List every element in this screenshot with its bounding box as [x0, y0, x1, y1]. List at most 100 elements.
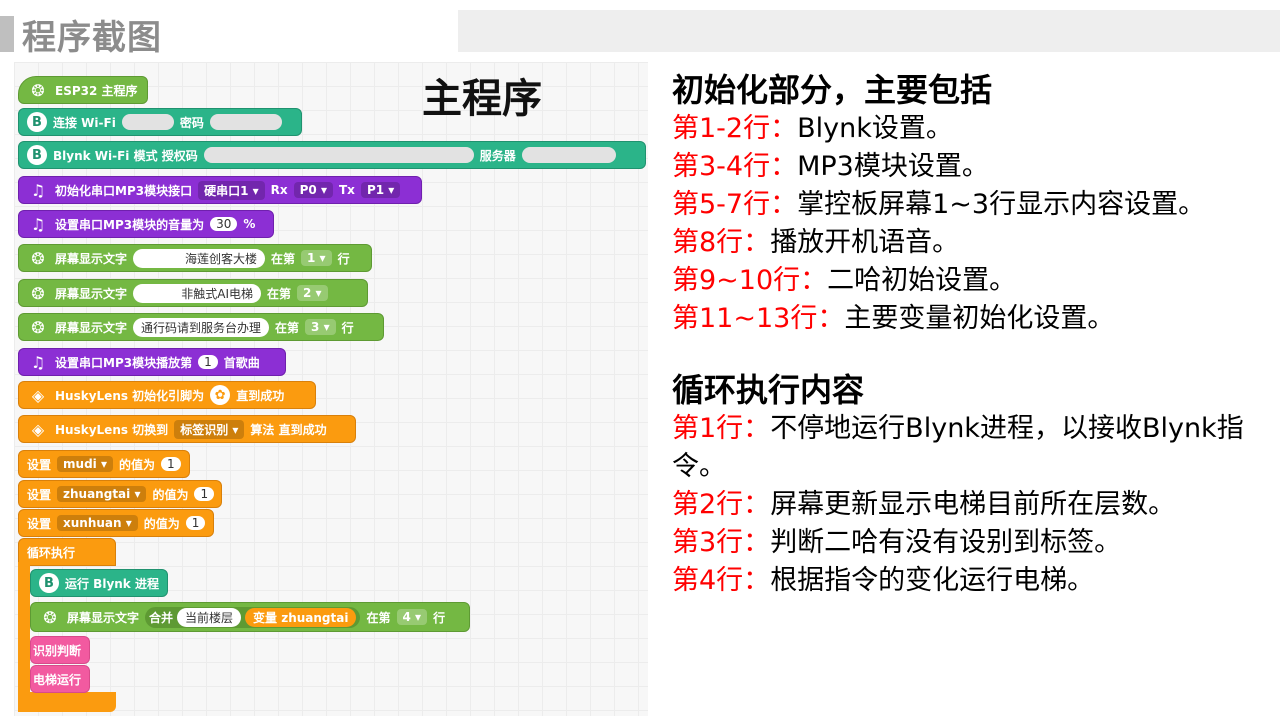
board-logo-icon: ❂	[43, 607, 57, 627]
value-input[interactable]: 1	[194, 487, 215, 501]
block-label: 屏幕显示文字	[55, 286, 128, 301]
block-label: 的值为	[118, 457, 155, 472]
elevator-function-block[interactable]: 电梯运行	[30, 665, 90, 693]
husky-head-icon: ◈	[31, 385, 45, 405]
block-label: 行	[337, 251, 350, 266]
block-label: 合并	[149, 610, 174, 625]
screen-text-block-1[interactable]: ❂ 屏幕显示文字 海莲创客大楼 在第 1 ▾ 行	[18, 244, 372, 272]
recognize-function-block[interactable]: 识别判断	[30, 636, 90, 664]
block-label: 循环执行	[27, 545, 76, 560]
music-note-icon: ♫	[30, 352, 46, 372]
loop-line: 第1行：不停地运行Blynk进程，以接收Blynk指令。	[672, 413, 1244, 482]
value-input[interactable]: 1	[160, 457, 181, 471]
slide-title: 程序截图	[22, 18, 162, 58]
blynk-icon: B	[39, 573, 59, 593]
notes-panel: 初始化部分，主要包括 第1-2行：Blynk设置。 第3-4行：MP3模块设置。…	[672, 70, 1276, 600]
screen-text-block-2[interactable]: ❂ 屏幕显示文字 非触式AI电梯 在第 2 ▾	[18, 279, 368, 307]
block-label: 首歌曲	[223, 355, 260, 370]
auth-token-field[interactable]	[203, 147, 474, 163]
husky-head-icon: ◈	[31, 419, 45, 439]
wifi-password-field[interactable]	[209, 114, 282, 130]
block-label: 设置串口MP3模块播放第	[55, 355, 193, 370]
block-label: 屏幕显示文字	[67, 610, 140, 625]
loop-forever-block[interactable]: 循环执行	[18, 538, 116, 566]
row-dropdown[interactable]: 2 ▾	[297, 285, 328, 301]
init-line: 第11~13行：主要变量初始化设置。	[672, 303, 1115, 334]
title-accent-bar	[0, 16, 14, 52]
block-label: 行	[341, 320, 354, 335]
huskylens-init-block[interactable]: ◈ HuskyLens 初始化引脚为 ✿ 直到成功	[18, 381, 316, 409]
gear-icon[interactable]: ✿	[210, 385, 231, 405]
init-heading: 初始化部分，主要包括	[672, 71, 993, 109]
set-mudi-block[interactable]: 设置 mudi ▾ 的值为 1	[18, 450, 190, 478]
screen-text-input[interactable]: 通行码请到服务台办理	[133, 317, 270, 337]
block-label: Blynk Wi-Fi 模式 授权码	[53, 148, 198, 163]
block-label: 连接 Wi-Fi	[53, 115, 116, 130]
block-label: 在第	[267, 286, 292, 301]
screen-text-block-3[interactable]: ❂ 屏幕显示文字 通行码请到服务台办理 在第 3 ▾ 行	[18, 313, 384, 341]
board-logo-icon: ❂	[31, 283, 45, 303]
variable-reporter[interactable]: 变量 zhuangtai	[245, 607, 357, 627]
blynk-wifi-mode-block[interactable]: B Blynk Wi-Fi 模式 授权码 服务器	[18, 141, 646, 169]
set-xunhuan-block[interactable]: 设置 xunhuan ▾ 的值为 1	[18, 509, 214, 537]
value-input[interactable]: 1	[185, 516, 206, 530]
loop-heading: 循环执行内容	[672, 371, 865, 409]
screen-text-input[interactable]: 非触式AI电梯	[133, 283, 262, 303]
text-input[interactable]: 当前楼层	[177, 607, 242, 627]
esp32-main-hat-block[interactable]: ❂ ESP32 主程序	[18, 76, 148, 104]
row-dropdown[interactable]: 4 ▾	[396, 609, 428, 625]
tx-pin-dropdown[interactable]: P1 ▾	[360, 182, 401, 198]
block-label: 设置	[27, 516, 52, 531]
blynk-icon: B	[27, 112, 47, 132]
row-dropdown[interactable]: 3 ▾	[305, 319, 336, 335]
block-label: 密码	[179, 115, 204, 130]
block-label: 算法 直到成功	[250, 422, 327, 437]
loop-arm	[18, 562, 30, 712]
header-bar	[458, 10, 1280, 52]
block-label: 屏幕显示文字	[55, 320, 128, 335]
block-label: 设置串口MP3模块的音量为	[55, 217, 205, 232]
board-logo-icon: ❂	[31, 80, 45, 100]
block-label: 电梯运行	[33, 672, 82, 687]
block-label: 服务器	[479, 148, 516, 163]
wifi-ssid-field[interactable]	[121, 114, 174, 130]
screen-text-input[interactable]: 海莲创客大楼	[133, 248, 266, 268]
join-block[interactable]: 合并 当前楼层 变量 zhuangtai	[145, 606, 361, 628]
block-label: %	[243, 217, 256, 231]
block-label: Tx	[339, 183, 355, 197]
row-dropdown[interactable]: 1 ▾	[301, 250, 332, 266]
mp3-volume-block[interactable]: ♫ 设置串口MP3模块的音量为 30 %	[18, 210, 274, 238]
mp3-play-block[interactable]: ♫ 设置串口MP3模块播放第 1 首歌曲	[18, 348, 286, 376]
mp3-init-block[interactable]: ♫ 初始化串口MP3模块接口 硬串口1 ▾ Rx P0 ▾ Tx P1 ▾	[18, 176, 422, 204]
screen-text-block-4[interactable]: ❂ 屏幕显示文字 合并 当前楼层 变量 zhuangtai 在第 4 ▾ 行	[30, 602, 470, 632]
block-label: 初始化串口MP3模块接口	[55, 183, 193, 198]
rx-pin-dropdown[interactable]: P0 ▾	[293, 182, 333, 198]
song-number-input[interactable]: 1	[198, 355, 218, 369]
init-line: 第9~10行：二哈初始设置。	[672, 265, 1017, 296]
music-note-icon: ♫	[30, 180, 46, 200]
huskylens-switch-block[interactable]: ◈ HuskyLens 切换到 标签识别 ▾ 算法 直到成功	[18, 415, 356, 443]
board-logo-icon: ❂	[31, 317, 45, 337]
run-blynk-block[interactable]: B 运行 Blynk 进程	[30, 569, 168, 597]
variable-dropdown[interactable]: xunhuan ▾	[57, 515, 138, 531]
wifi-connect-block[interactable]: B 连接 Wi-Fi 密码	[18, 108, 302, 136]
block-label: 屏幕显示文字	[55, 251, 128, 266]
block-label: 的值为	[152, 487, 189, 502]
algorithm-dropdown[interactable]: 标签识别 ▾	[174, 419, 245, 439]
board-logo-icon: ❂	[31, 248, 45, 268]
loop-line: 第4行：根据指令的变化运行电梯。	[672, 565, 1095, 596]
block-label: 设置	[27, 457, 52, 472]
block-label: 直到成功	[236, 388, 285, 403]
block-label: 在第	[271, 251, 296, 266]
init-line: 第5-7行：掌控板屏幕1~3行显示内容设置。	[672, 189, 1206, 220]
block-label: 的值为	[143, 516, 180, 531]
block-label: 在第	[366, 610, 391, 625]
variable-dropdown[interactable]: zhuangtai ▾	[57, 486, 147, 502]
block-label: 设置	[27, 487, 52, 502]
port-dropdown[interactable]: 硬串口1 ▾	[198, 180, 265, 200]
volume-input[interactable]: 30	[210, 217, 238, 231]
variable-dropdown[interactable]: mudi ▾	[57, 456, 113, 472]
music-note-icon: ♫	[30, 214, 46, 234]
server-field[interactable]	[521, 147, 616, 163]
set-zhuangtai-block[interactable]: 设置 zhuangtai ▾ 的值为 1	[18, 480, 222, 508]
